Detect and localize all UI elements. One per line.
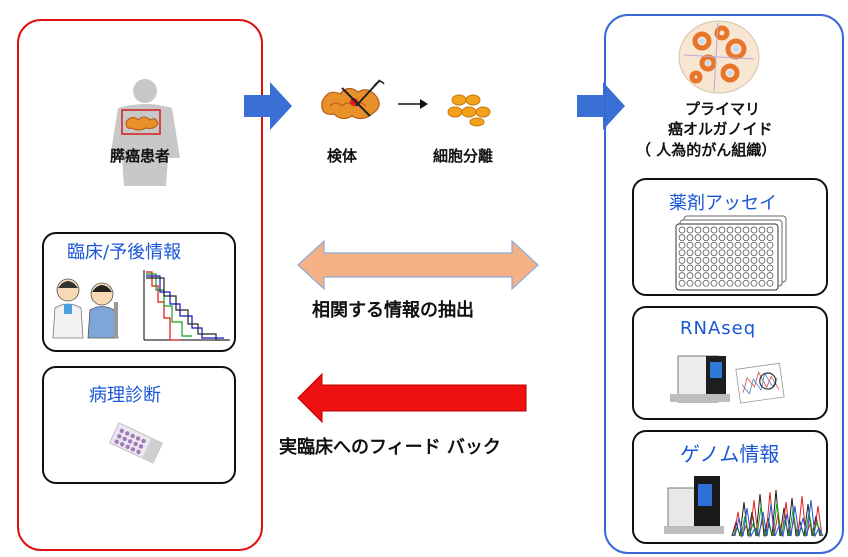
- patient-silhouette-icon: [110, 79, 180, 186]
- clinical-box-title: 臨床/予後情報: [67, 242, 182, 263]
- correlation-double-arrow: [297, 239, 539, 291]
- feedback-arrow: [297, 372, 527, 424]
- specimen-tissue-icon: [321, 79, 385, 120]
- organoid-panel: [604, 14, 844, 554]
- heatmap-chart-icon: [735, 362, 785, 404]
- survival-curve-chart: [143, 270, 230, 341]
- feedback-label: 実臨床へのフィード バック: [279, 437, 501, 458]
- well-plate-icon: [675, 215, 787, 291]
- process-arrow-icon: [398, 99, 428, 109]
- isolated-cells-icon: [447, 94, 491, 127]
- patient-panel: [17, 19, 263, 551]
- sequence-chromatogram-icon: [731, 489, 824, 538]
- organoid-title-line3: （ 人為的がん組織）: [636, 141, 777, 159]
- patient-label: 膵癌患者: [110, 147, 171, 165]
- sequencer-machine-icon: [670, 355, 730, 403]
- cell-isolation-label: 細胞分離: [433, 147, 494, 165]
- organoid-image: [678, 20, 760, 94]
- drug-assay-title: 薬剤アッセイ: [669, 193, 777, 214]
- genome-sequencer-icon: [664, 476, 724, 534]
- flow-arrow-icon: [244, 82, 292, 130]
- rnaseq-title: RNAseq: [680, 318, 757, 339]
- pathology-box: [42, 366, 236, 484]
- organoid-title-line2: 癌オルガノイド: [668, 120, 773, 138]
- pathology-box-title: 病理診断: [89, 385, 161, 406]
- correlation-label: 相関する情報の抽出: [312, 300, 474, 321]
- flow-arrow-icon: [577, 82, 625, 130]
- pathology-slide-icon: [109, 422, 163, 464]
- doctor-patient-icon: [52, 278, 119, 339]
- organoid-title-line1: プライマリ: [685, 100, 761, 118]
- specimen-label: 検体: [327, 147, 358, 165]
- genome-info-title: ゲノム情報: [680, 442, 780, 466]
